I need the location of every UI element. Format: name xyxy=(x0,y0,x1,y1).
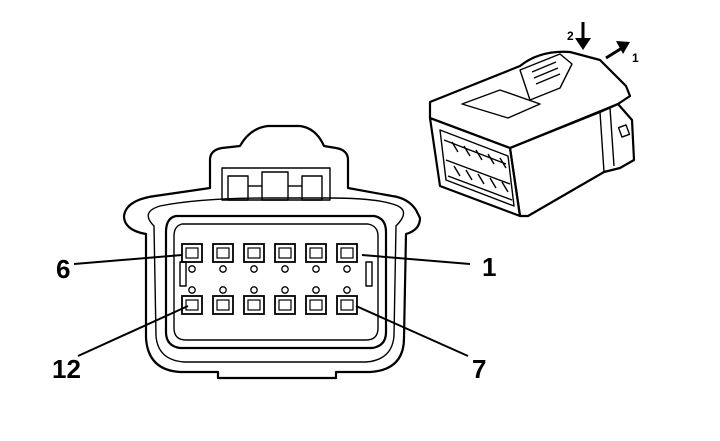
label-pin-6: 6 xyxy=(56,254,70,284)
pin-cavity xyxy=(243,243,265,273)
pin-cavity xyxy=(305,243,327,273)
pin-cavity xyxy=(212,243,234,273)
connector-front-view: 6 1 12 7 xyxy=(52,124,496,384)
arrow-label-2: 2 xyxy=(567,29,574,43)
direction-arrows: 2 1 xyxy=(567,22,639,65)
iso-body-front xyxy=(428,116,522,218)
iso-body-side xyxy=(508,102,636,218)
leader-pin-6 xyxy=(73,254,183,265)
pin-row-top xyxy=(181,243,358,273)
leader-pin-12 xyxy=(77,305,189,357)
arrow-label-1: 1 xyxy=(632,51,639,65)
key-right xyxy=(365,261,373,287)
label-pin-1: 1 xyxy=(482,252,496,282)
pin-cavity xyxy=(243,286,265,315)
pin-cavity xyxy=(336,243,358,273)
label-pin-7: 7 xyxy=(472,354,486,384)
pin-cavity xyxy=(181,243,203,273)
pin-cavity xyxy=(274,286,296,315)
pin-row-bottom xyxy=(181,286,358,315)
latch-window xyxy=(221,167,331,201)
connector-isometric-view xyxy=(428,50,636,218)
pin-cavity xyxy=(212,286,234,315)
latch-tab-right xyxy=(301,175,323,201)
pin-cavity xyxy=(305,286,327,315)
iso-face-window xyxy=(439,129,515,207)
outer-housing xyxy=(122,124,422,380)
leader-pin-7 xyxy=(355,305,469,357)
inner-face xyxy=(164,214,388,350)
label-pin-12: 12 xyxy=(52,354,81,384)
inner-face-lip xyxy=(173,223,379,341)
pin-cavity xyxy=(274,243,296,273)
pin-cavity xyxy=(336,286,358,315)
pin-cavity xyxy=(181,286,203,315)
latch-tab-left xyxy=(227,175,249,201)
key-left xyxy=(179,261,187,287)
latch-center xyxy=(261,171,289,201)
arrow-diagonal-icon xyxy=(605,41,630,60)
arrow-down-icon xyxy=(575,22,591,50)
leader-pin-1 xyxy=(361,254,471,265)
